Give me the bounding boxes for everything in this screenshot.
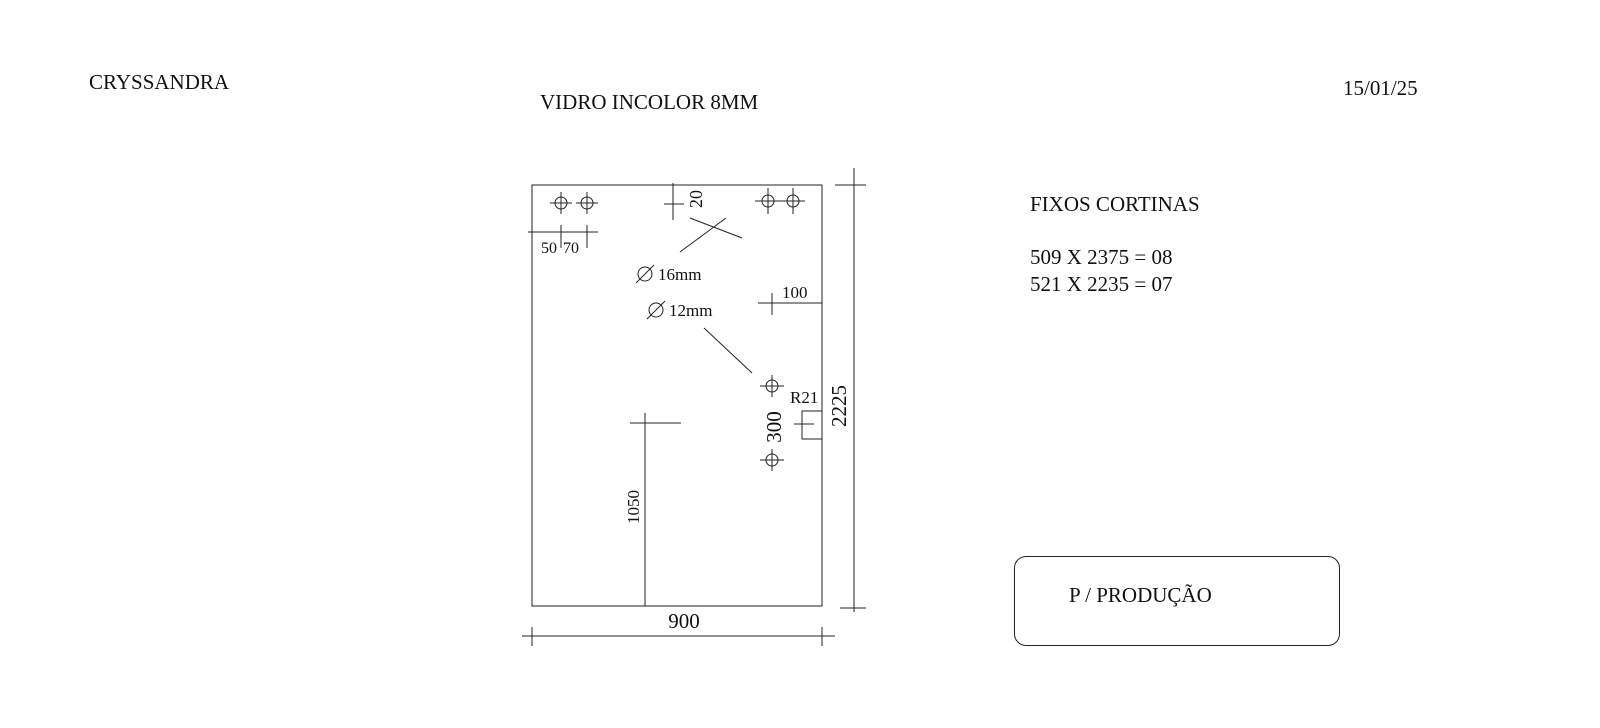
production-stamp-label: P / PRODUÇÃO: [1069, 583, 1212, 607]
production-stamp: P / PRODUÇÃO: [1014, 556, 1340, 646]
dim-70-label: 70: [563, 240, 579, 257]
date: 15/01/25: [1343, 76, 1418, 100]
diameter-icon: [646, 300, 666, 320]
fixos-line: 521 X 2235 = 07: [1030, 272, 1173, 296]
hole-16mm-note: 16mm: [658, 265, 701, 284]
hole-marker-top-right-1: [755, 188, 781, 214]
leader-16mm: [679, 217, 727, 253]
leader-12mm: [703, 327, 753, 374]
material-spec: VIDRO INCOLOR 8MM: [540, 90, 759, 114]
hole-marker-top-left-1: [550, 192, 572, 214]
dim-100-label: 100: [782, 283, 808, 302]
hole-marker-top-left-2: [576, 192, 598, 214]
hole-marker-side-upper: [760, 375, 784, 397]
dim-300-label: 300: [762, 411, 786, 443]
fixos-line: 509 X 2375 = 08: [1030, 245, 1173, 269]
fixos-title: FIXOS CORTINAS: [1030, 192, 1200, 216]
dim-1050-label: 1050: [624, 490, 643, 524]
dim-50-label: 50: [541, 240, 557, 257]
width-dimension-label: 900: [668, 609, 700, 633]
height-dimension-label: 2225: [827, 385, 851, 427]
client-name: CRYSSANDRA: [89, 70, 230, 94]
hole-marker-top-right-2: [781, 188, 805, 214]
diameter-icon: [635, 264, 655, 284]
notch-outline: [801, 410, 822, 440]
glass-panel-outline: [531, 184, 823, 607]
radius-label: R21: [790, 388, 818, 407]
hole-marker-side-lower: [760, 449, 784, 471]
hole-12mm-note: 12mm: [669, 301, 712, 320]
leader-16mm-cross: [689, 217, 743, 239]
dim-20-label: 20: [686, 190, 706, 208]
